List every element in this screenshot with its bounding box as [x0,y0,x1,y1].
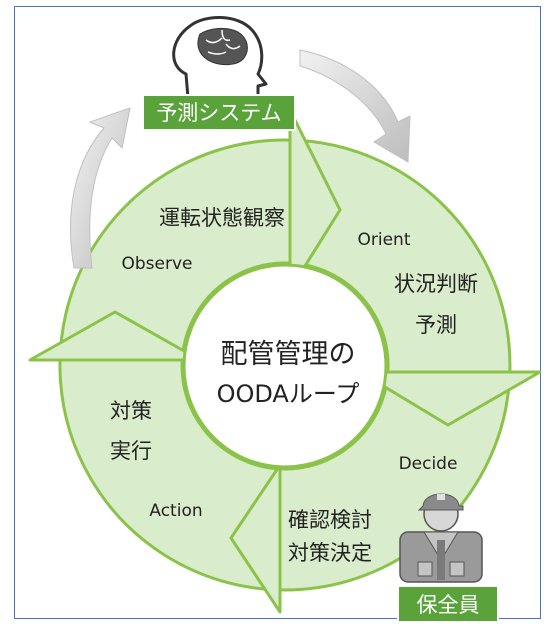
maintenance-staff-label-box [397,585,499,623]
arrow-head-right [358,370,542,427]
observe-en-label: Observe [122,254,193,274]
center-title-line2: OODAループ [217,380,360,408]
worker-icon [399,493,483,583]
decide-en-label: Decide [399,454,458,474]
orient-jp-label-line2: 予測 [415,313,457,337]
frame-border [14,6,541,619]
decide-jp-label-line2: 対策決定 [288,541,372,565]
gray-arrow-right [299,49,411,163]
maintenance-staff-label: 保全員 [417,593,480,617]
action-jp-label-line1: 対策 [110,399,152,423]
arrow-head-left [28,310,202,362]
arrow-head-top [288,108,342,292]
ring-inner-hole [182,263,388,469]
head-brain-icon [172,15,268,106]
orient-en-label: Orient [358,230,411,250]
gray-arrow-left [70,107,131,269]
orient-jp-label-line1: 状況判断 [394,272,478,296]
action-en-label: Action [149,501,202,521]
prediction-system-label: 予測システム [156,101,281,125]
decide-jp-label-line1: 確認検討 [288,508,372,532]
action-jp-label-line2: 実行 [110,439,152,463]
prediction-system-label-box [142,94,296,131]
center-title-line1: 配管管理の [221,339,356,370]
observe-jp-label: 運転状態観察 [159,206,285,230]
arrow-head-bottom [229,463,282,614]
